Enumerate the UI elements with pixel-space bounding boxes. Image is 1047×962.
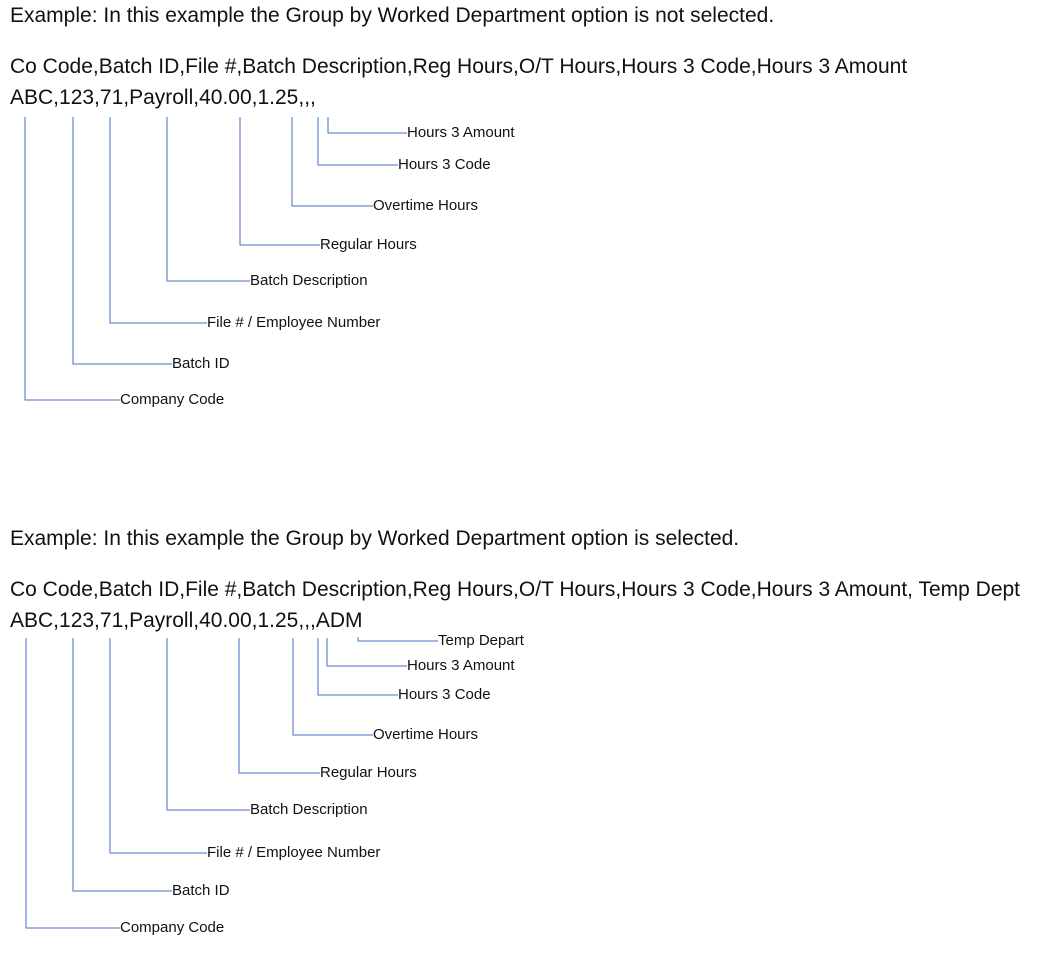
callout-label: Hours 3 Amount	[407, 657, 515, 674]
csv-record: ABC,123,71,Payroll,40.00,1.25,,,ADM	[10, 609, 363, 632]
callout-label: Hours 3 Code	[398, 686, 491, 703]
callout-label: Batch ID	[172, 355, 230, 372]
callout-label: Temp Depart	[438, 632, 524, 649]
callout-label: Batch Description	[250, 801, 368, 818]
callout-connector	[166, 638, 250, 811]
callout-label: Company Code	[120, 391, 225, 408]
callout-label: File # / Employee Number	[207, 314, 381, 331]
callout-connector	[292, 638, 373, 736]
callout-label: Hours 3 Amount	[407, 124, 515, 141]
callout-label: Hours 3 Code	[398, 156, 491, 173]
csv-header: Co Code,Batch ID,File #,Batch Descriptio…	[10, 578, 1021, 601]
callout-connector	[109, 638, 207, 854]
csv-record: ABC,123,71,Payroll,40.00,1.25,,,	[10, 86, 316, 109]
callout-connector	[239, 117, 320, 246]
callout-connector	[72, 117, 172, 365]
callout-connector	[291, 117, 373, 207]
callout-connector	[25, 638, 120, 929]
callout-label: Batch Description	[250, 272, 368, 289]
callout-connector	[357, 637, 438, 642]
intro-text: Example: In this example the Group by Wo…	[10, 527, 740, 550]
csv-header: Co Code,Batch ID,File #,Batch Descriptio…	[10, 55, 908, 78]
callout-connector	[317, 117, 398, 166]
callout-label: Overtime Hours	[373, 726, 479, 743]
callout-connector	[317, 638, 398, 696]
callout-label: Company Code	[120, 919, 225, 936]
callout-connector	[327, 117, 407, 134]
callout-label: File # / Employee Number	[207, 844, 381, 861]
callout-connector	[166, 117, 250, 282]
callout-connector	[326, 638, 407, 667]
callout-connector	[238, 638, 320, 774]
callout-label: Batch ID	[172, 882, 230, 899]
callout-label: Regular Hours	[320, 236, 417, 253]
callout-label: Overtime Hours	[373, 197, 479, 214]
callout-connector	[24, 117, 120, 401]
callout-connector	[109, 117, 207, 324]
callout-label: Regular Hours	[320, 764, 417, 781]
callout-connector	[72, 638, 172, 892]
intro-text: Example: In this example the Group by Wo…	[10, 4, 775, 27]
